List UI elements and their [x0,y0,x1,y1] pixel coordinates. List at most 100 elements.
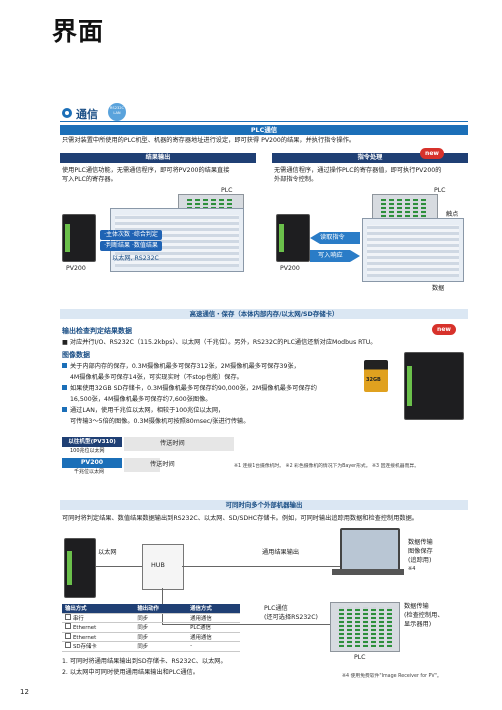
hispeed-sub2: 图像数据 [62,351,90,359]
table-cell: 同步 [134,622,188,633]
laptop-image [340,528,400,572]
hispeed-line1: ■ 对应并行I/O、RS232C（115.2kbps）、以太网（千兆位）。另外，… [62,339,377,346]
result-desc-1: 使用PLC通信功能，无需通信程序，即可将PV200的结果直接 [62,167,230,174]
read-command-label: 读取指令 [320,234,345,241]
multi-note2: 2. 以太网中可同时使用通用结果输出和PLC通信。 [62,669,199,676]
multi-plc-right3: 显示器用) [404,621,432,628]
table-header-cell: 输出方式 [62,604,135,614]
table-row: 串行 同步 通用通信 [62,613,240,623]
hispeed-b3a: 通过LAN，使用千兆位以太网，相较于100兆位以太网， [70,407,225,414]
comm-heading-text: 通信 [76,108,98,121]
result-register-window [110,208,244,272]
command-register-window [362,218,464,282]
checkbox-icon [65,632,71,639]
comm-divider [60,121,468,122]
bullet-icon [62,385,67,390]
multi-pc-note: ※4 [408,566,416,572]
pv200-device-2 [276,214,310,262]
table-cell: 通用通信 [187,613,240,623]
table-header-row: 输出方式 输出动作 通信方式 [62,604,240,614]
table-cell: PLC通信 [187,622,240,633]
multi-pc-label3: (追踪用) [408,557,432,564]
multi-plc-image [330,602,400,652]
hispeed-b2a: 如果使用32GB SD存储卡，0.3M摄像机最多可保存约90,000张，2M摄像… [70,385,317,392]
hispeed-bullet3: 通过LAN，使用千兆位以太网，相较于100兆位以太网， [62,406,224,415]
result-output-bar: 结果输出 [60,153,256,163]
compare-old-bar [124,437,234,451]
table-cell: Ethernet [62,622,135,633]
table-row: SD存储卡 同步 - [62,641,240,652]
table-cell: Ethernet [62,632,135,642]
multi-line-device-hub [96,566,142,567]
table-cell: 同步 [134,641,188,652]
hispeed-bar: 高速通信・保存（本体内部内存/以太网/SD存储卡） [60,309,468,319]
checkbox-icon [65,613,71,620]
sd-card-label: 32GB [366,377,381,383]
hispeed-bullet1: 关于内部内存的保存，0.3M摄像机最多可保存312张，2M摄像机最多可保存39张… [62,362,300,371]
write-response-label: 写入响应 [318,252,343,259]
multi-pc-label1: 数据传输 [408,539,433,546]
command-device-label: PV200 [280,265,300,272]
comm-badge-bottom: LAN [113,111,121,115]
table-row: Ethernet 同步 PLC通信 [62,622,240,633]
multi-eth-label: 以太网 [98,549,117,556]
multi-plc-right1: 数据传输 [404,603,429,610]
table-cell: 通用通信 [187,632,240,642]
hispeed-new-badge: new [432,324,456,335]
plc-comm-bar: PLC通信 [60,125,468,135]
page-number: 12 [20,688,29,696]
plc-comm-desc: 只需对装置中所使用的PLC机型、机器的寄存器地址进行设定，即可获得 PV200的… [62,137,356,144]
bullet-icon [62,407,67,412]
command-data-label: 数据 [432,285,445,292]
table-cell: SD存储卡 [62,641,135,652]
compare-old-label: 以往机型(PV310) [62,437,122,447]
pv200-device-4 [64,538,96,598]
multi-plc-right2: (检查控制用、 [404,612,444,619]
multi-footnote: ※4 使用免费软件"Image Receiver for PV"。 [342,674,442,679]
compare-new-bar-label: 传送时间 [150,461,175,468]
result-device-label: PV200 [66,265,86,272]
compare-new-bar [124,458,160,472]
hub-box: HUB [142,544,184,590]
table-row: Ethernet 同步 通用通信 [62,632,240,642]
multi-pc-label2: 图像保存 [408,548,433,555]
comm-badge-top: RS232C [109,106,125,110]
page-title: 界面 [52,17,105,46]
bullet-icon [62,363,67,368]
write-response-arrow [310,250,360,262]
command-desc-1: 无需通信程序，通过操作PLC的寄存器值，即可执行PV200的 [274,167,442,174]
multi-plc-link2: (还可选择RS232C) [264,614,318,621]
pv200-device-3 [404,352,464,420]
result-eth-label: 以太网, RS232C [112,255,159,262]
hispeed-sub1: 输出检查判定结果数据 [62,327,132,335]
table-cell: - [187,641,240,652]
table-cell: 同步 [134,613,188,623]
result-plc-label: PLC [221,187,233,194]
result-desc-2: 写入PLC的寄存器。 [62,176,117,183]
command-plc-label: PLC [434,187,446,194]
compare-old-sub: 100兆位以太网 [70,448,105,454]
multi-plc-link1: PLC通信 [264,605,288,612]
table-header-cell: 输出动作 [134,604,188,614]
table-header-cell: 通信方式 [187,604,240,614]
command-desc-2: 外部指令控制。 [274,176,318,183]
hispeed-b2b: 16,500张，4M摄像机最多可保存约7,600张图像。 [70,396,212,403]
read-command-arrow [310,232,360,244]
table-cell: 串行 [62,613,135,623]
multi-line-hub-pc [182,566,342,567]
command-contact-label: 触点 [446,211,459,218]
multi-bar: 可同时向多个外部机器输出 [60,500,468,510]
table-cell: 同步 [134,632,188,642]
multi-plc-label: PLC [354,654,366,661]
pv200-device-1 [62,214,96,262]
command-new-badge: new [420,148,444,159]
hispeed-bullet2: 如果使用32GB SD存储卡，0.3M摄像机最多可保存约90,000张，2M摄像… [62,384,317,393]
multi-link-output: 通用结果输出 [262,549,300,556]
multi-desc: 可同时将判定结果、数值结果数据输出到RS232C、以太网、SD/SDHC存储卡。… [62,515,418,522]
hispeed-footnote: ※1 连接1台摄像机时。 ※2 彩色摄像机的情况下为Bayer形式。 ※3 因连… [234,464,419,469]
laptop-base [332,569,404,575]
result-tag-1: ·主体次数 ·综合判定 [100,230,162,240]
output-table: 输出方式 输出动作 通信方式 串行 同步 通用通信 Ethernet 同步 PL… [62,604,240,652]
command-bar: 指令处理 [272,153,468,163]
sd-card-image: 32GB [364,360,388,392]
